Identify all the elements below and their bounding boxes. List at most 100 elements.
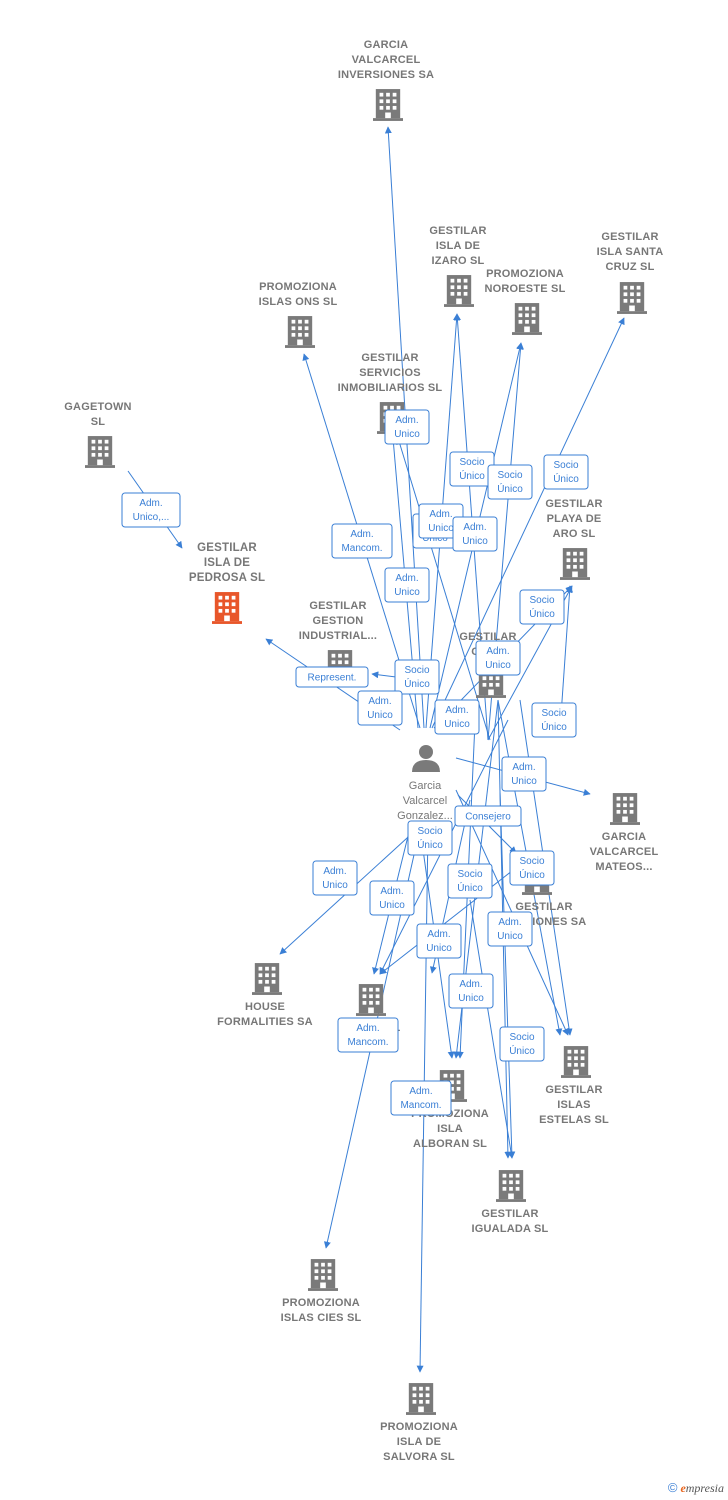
company-label-line: MATEOS...	[595, 861, 652, 873]
company-label-line: GARCIA	[602, 831, 647, 843]
company-label-line: SL	[91, 416, 106, 428]
person-node[interactable]: GarciaValcarcelGonzalez...	[397, 745, 453, 822]
relation-badge[interactable]: Adm.Unico	[448, 973, 494, 1009]
relation-badge[interactable]: Adm.Unico	[384, 409, 430, 445]
relation-badge[interactable]: Adm.Unico	[416, 923, 462, 959]
badge-label: Unico	[428, 523, 454, 534]
company-label-line: GAGETOWN	[64, 401, 131, 413]
badge-label: Único	[541, 720, 567, 733]
company-label-line: CRUZ SL	[605, 261, 654, 273]
relation-badge[interactable]: Adm.Mancom.	[390, 1080, 452, 1116]
company-gagetown[interactable]: GAGETOWN SL	[64, 401, 132, 468]
company-label-line: INMOBILIARIOS SL	[338, 382, 443, 394]
building-icon	[512, 303, 542, 335]
building-icon	[496, 1170, 526, 1202]
badge-label: Unico	[322, 880, 348, 891]
badge-label: Adm.	[512, 762, 535, 773]
relation-badge[interactable]: Adm.Unico	[357, 690, 403, 726]
company-label-line: ISLAS	[557, 1099, 590, 1111]
relation-badge[interactable]: Adm.Unico	[452, 516, 498, 552]
relation-badge[interactable]: Adm.Unico	[312, 860, 358, 896]
edge-31	[469, 899, 515, 1159]
company-label-line: ISLAS CIES SL	[281, 1312, 362, 1324]
badge-label: Unico	[485, 660, 511, 671]
badge-label: Mancom.	[400, 1100, 441, 1111]
badge-box	[416, 923, 462, 959]
badge-label: Adm.	[463, 522, 486, 533]
company-label-line: ISLA DE	[397, 1436, 441, 1448]
company-label-line: HOUSE	[245, 1001, 285, 1013]
building-icon	[373, 89, 403, 121]
relation-badge[interactable]: Adm.Unico	[487, 911, 533, 947]
person-name-line: Gonzalez...	[397, 810, 453, 822]
building-icon	[356, 984, 386, 1016]
relation-badge[interactable]: Adm.Mancom.	[331, 523, 393, 559]
building-icon	[252, 963, 282, 995]
badge-box	[499, 1026, 545, 1062]
relation-badge[interactable]: Adm.Unico	[434, 699, 480, 735]
badge-box	[454, 805, 522, 827]
company-label-line: GESTILAR	[481, 1208, 538, 1220]
badge-box	[312, 860, 358, 896]
badge-label: Socio	[459, 457, 484, 468]
badge-box	[475, 640, 521, 676]
company-label-line: PROMOZIONA	[259, 281, 337, 293]
company-label-line: PLAYA DE	[547, 513, 602, 525]
badge-box	[384, 567, 430, 603]
edges	[127, 126, 625, 1373]
company-ons[interactable]: PROMOZIONA ISLAS ONS SL	[259, 281, 338, 348]
company-label-line: ISLA DE	[436, 240, 480, 252]
person-body-icon	[412, 760, 440, 772]
relation-badge[interactable]: Represent.	[295, 666, 369, 688]
badge-box	[369, 880, 415, 916]
relation-badge[interactable]: Adm.Unico	[475, 640, 521, 676]
person-head-icon	[419, 745, 433, 759]
relation-badge[interactable]: Adm.Unico	[384, 567, 430, 603]
badge-box	[448, 973, 494, 1009]
company-industrial[interactable]: GESTILARGESTIONINDUSTRIAL...	[299, 600, 377, 682]
badge-label: Socio	[417, 826, 442, 837]
badge-box	[487, 464, 533, 500]
company-mateos[interactable]: GARCIA VALCARCEL MATEOS...	[590, 793, 659, 873]
company-label-line: ISLAS ONS SL	[259, 296, 338, 308]
relation-badge[interactable]: Adm.Unico	[418, 503, 464, 539]
company-house[interactable]: HOUSE FORMALITIES SA	[217, 963, 313, 1028]
company-label-line: FORMALITIES SA	[217, 1016, 313, 1028]
relation-badge[interactable]: Adm.Unico,...	[121, 492, 181, 528]
edge-3	[431, 317, 625, 729]
company-label-line: GESTILAR	[309, 600, 366, 612]
relation-badge[interactable]: Adm.Mancom.	[337, 1017, 399, 1053]
building-icon	[560, 548, 590, 580]
company-label-line: VALCARCEL	[590, 846, 659, 858]
relation-badge[interactable]: Consejero	[454, 805, 522, 827]
relation-badge[interactable]: Adm.Unico	[501, 756, 547, 792]
badge-label: Mancom.	[341, 543, 382, 554]
company-label-line: IZARO SL	[432, 255, 485, 267]
badge-label: Unico,...	[133, 512, 170, 523]
relation-badge[interactable]: Adm.Unico	[369, 880, 415, 916]
badge-box	[384, 409, 430, 445]
building-icon	[561, 1046, 591, 1078]
